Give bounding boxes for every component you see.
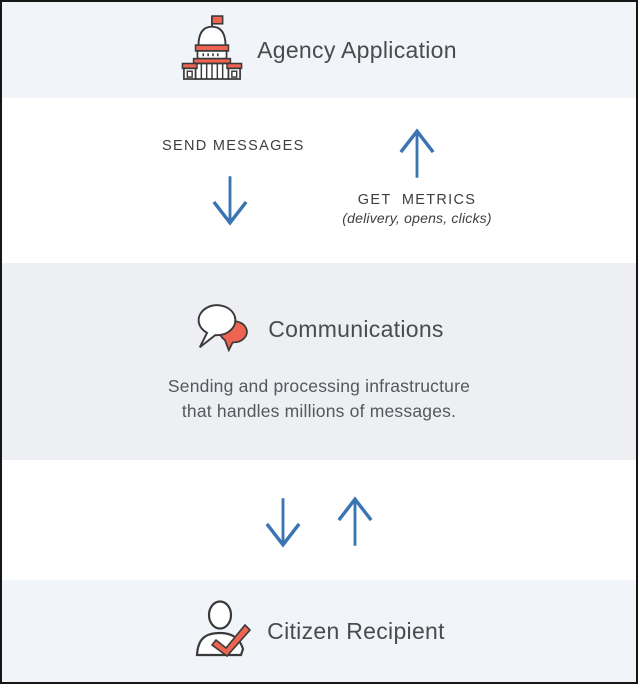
- communications-description: Sending and processing infrastructure th…: [2, 374, 636, 425]
- arrow-pair: [2, 460, 636, 548]
- speech-bubbles-icon: [194, 299, 252, 360]
- section-flow-top: SEND MESSAGES GET METRICS (delivery, ope…: [2, 98, 636, 263]
- arrow-up-icon: [339, 128, 495, 180]
- send-messages-label: SEND MESSAGES: [162, 138, 305, 154]
- communications-description-line1: Sending and processing infrastructure: [167, 376, 471, 396]
- send-messages-group: SEND MESSAGES: [162, 138, 305, 226]
- agency-title: Agency Application: [257, 36, 457, 63]
- arrow-down-icon: [162, 174, 298, 226]
- arrow-up-icon: [336, 496, 374, 548]
- section-flow-bottom: [2, 460, 636, 580]
- get-metrics-sublabel: (delivery, opens, clicks): [342, 210, 492, 226]
- section-citizen: Citizen Recipient: [2, 580, 636, 682]
- get-metrics-label: GET METRICS: [357, 192, 477, 208]
- communications-description-line2: that handles millions of messages.: [181, 401, 457, 422]
- section-agency: Agency Application: [2, 2, 636, 98]
- citizen-title: Citizen Recipient: [267, 617, 445, 644]
- section-communications: Communications Sending and processing in…: [2, 263, 636, 460]
- arrow-down-icon: [264, 496, 302, 548]
- get-metrics-group: GET METRICS (delivery, opens, clicks): [339, 128, 495, 226]
- person-check-icon: [193, 598, 253, 665]
- capitol-building-icon: [181, 13, 243, 88]
- communications-title: Communications: [268, 316, 444, 342]
